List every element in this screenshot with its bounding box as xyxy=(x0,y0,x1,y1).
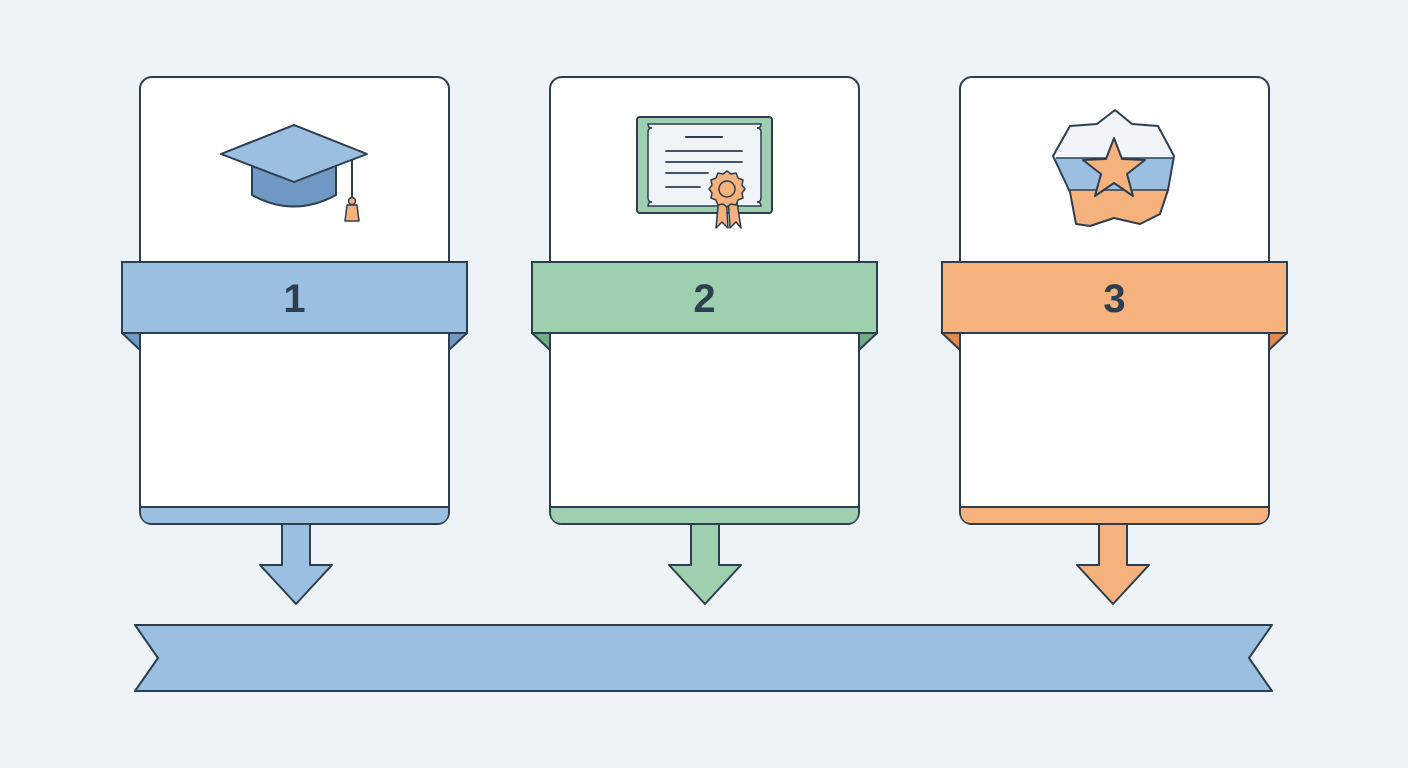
step-arrow-1 xyxy=(259,523,333,605)
star-badge-icon xyxy=(1052,109,1175,227)
graduation-cap-icon xyxy=(220,124,368,222)
step-card-1: 1 xyxy=(121,76,468,605)
step-card-3-bottom-strip xyxy=(961,507,1268,523)
step-card-2-ribbon-fold-left xyxy=(531,332,551,351)
step-card-3: 3 xyxy=(941,76,1288,605)
certificate-icon xyxy=(636,116,773,229)
bottom-banner xyxy=(134,624,1273,692)
step-card-3-ribbon-fold-left xyxy=(941,332,961,351)
step-card-1-bottom-strip xyxy=(141,507,448,523)
step-card-1-ribbon-fold-right xyxy=(448,332,468,351)
step-number-2: 2 xyxy=(693,277,715,321)
step-card-2-bottom-strip xyxy=(551,507,858,523)
step-number-3: 3 xyxy=(1103,277,1125,321)
step-card-3-ribbon-fold-right xyxy=(1268,332,1288,351)
step-arrow-3 xyxy=(1076,523,1150,605)
step-arrow-2 xyxy=(668,523,742,605)
step-card-3-ribbon xyxy=(941,261,1288,334)
step-number-1: 1 xyxy=(283,277,305,321)
step-card-1-ribbon-fold-left xyxy=(121,332,141,351)
step-card-1-ribbon xyxy=(121,261,468,334)
step-card-2-ribbon-fold-right xyxy=(858,332,878,351)
step-card-2-ribbon xyxy=(531,261,878,334)
step-card-2: 2 xyxy=(531,76,878,605)
